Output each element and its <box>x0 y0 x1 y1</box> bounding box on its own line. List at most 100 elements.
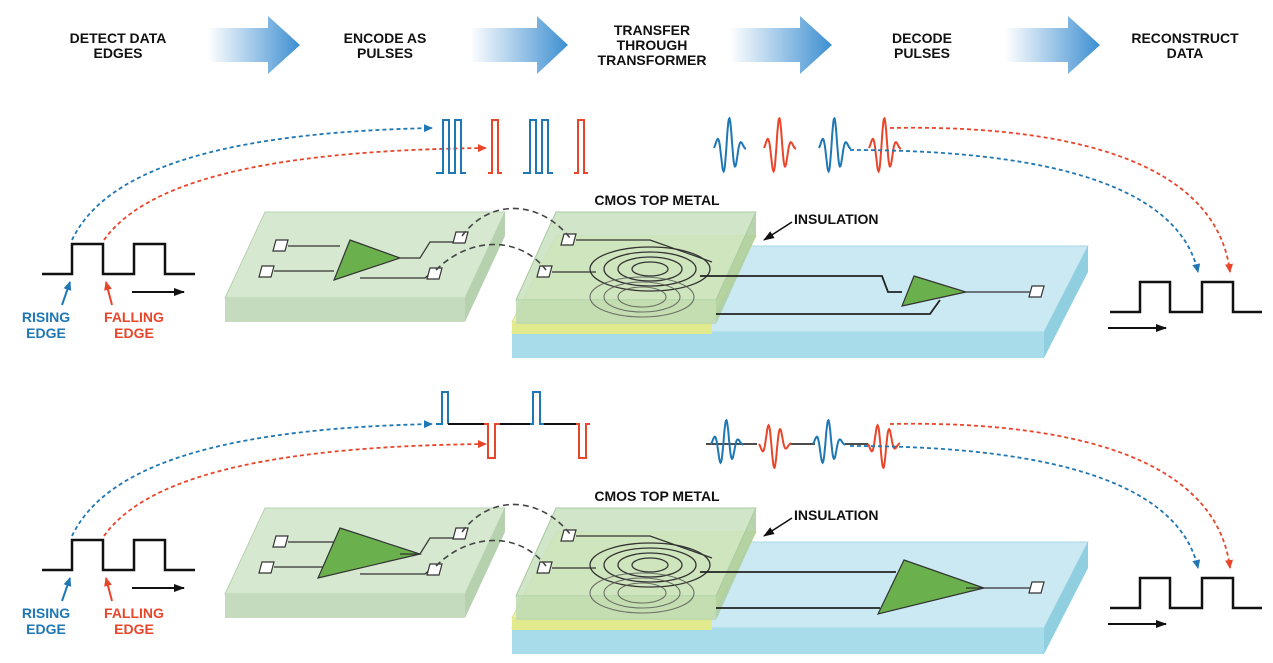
falling-edge-label: FALLING <box>104 309 164 325</box>
rising-edge-arrow-icon <box>61 577 72 602</box>
falling-wavelet <box>758 423 792 470</box>
rising-edge-label: RISING <box>22 605 70 621</box>
wire <box>716 299 941 315</box>
insulation-pointer-icon <box>763 517 793 537</box>
transformer-coil-icon <box>589 572 695 614</box>
transformer-coil-icon <box>589 542 711 588</box>
step-arrow-icon <box>730 16 832 74</box>
step-label-reconstruct: RECONSTRUCT DATA <box>1131 30 1239 61</box>
step-arrow-icon <box>1005 16 1100 74</box>
transformer-coil-icon <box>589 246 711 292</box>
rising-edge-label: EDGE <box>26 621 66 637</box>
encoder-chip-front <box>225 298 465 322</box>
insulation-layer-front <box>512 322 712 334</box>
bond-pad-icon <box>426 563 443 576</box>
wire <box>700 275 902 293</box>
wire <box>400 241 456 259</box>
rising-edge-arrow-icon <box>61 281 72 306</box>
transformer-coil-icon <box>603 281 681 313</box>
falling-pulse <box>574 119 588 174</box>
rising-pulse <box>530 391 544 425</box>
step-label-detect: DETECT DATA EDGES <box>69 30 167 61</box>
cmos-top-metal-label: CMOS TOP METAL <box>594 488 720 504</box>
bond-pad-icon <box>258 561 275 574</box>
input-data-waveform <box>42 242 195 276</box>
amplifier-icon <box>901 275 969 307</box>
falling-edge-arrow-icon <box>104 281 113 306</box>
wire <box>576 239 713 263</box>
falling-edge-path <box>103 440 487 537</box>
rising-pulse-train <box>436 119 466 174</box>
insulation-pointer-icon <box>763 221 793 241</box>
rising-edge-label: EDGE <box>26 325 66 341</box>
bond-pad-icon <box>452 527 469 540</box>
bond-wire <box>435 243 547 271</box>
cmos-metal-side <box>716 508 756 620</box>
rising-wavelet <box>710 418 744 465</box>
falling-edge-arrow-icon <box>104 577 113 602</box>
rising-edge-path <box>71 420 433 537</box>
decoder-die-side <box>1044 542 1088 654</box>
cmos-metal-side <box>716 212 756 324</box>
falling-pulse <box>576 423 590 459</box>
wire <box>400 537 456 555</box>
decoder-die-front <box>512 628 1044 654</box>
insulation-layer-front <box>512 618 712 630</box>
transformer-coil-icon <box>617 286 667 308</box>
step-label-encode: ENCODE AS PULSES <box>343 30 427 61</box>
rising-pulse <box>436 391 449 425</box>
transformer-coil-icon <box>603 251 697 287</box>
transformer-coil-icon <box>617 552 683 578</box>
bond-pad-icon <box>536 561 553 574</box>
amplifier-icon <box>332 239 402 281</box>
rising-wavelet <box>713 116 747 174</box>
rising-edge-path <box>71 124 433 241</box>
falling-wavelet <box>868 116 902 174</box>
bond-pad-icon <box>560 529 577 542</box>
step-arrow-icon <box>470 16 568 74</box>
cmos-top-metal-label: CMOS TOP METAL <box>594 192 720 208</box>
cmos-metal-front <box>516 596 716 620</box>
rising-wavelet <box>818 116 852 174</box>
transformer-coil-icon <box>617 582 667 604</box>
bond-pad-icon <box>272 239 289 252</box>
rising-output-path <box>849 445 1201 569</box>
amplifier-icon <box>876 559 987 615</box>
transformer-coil-icon <box>631 557 669 573</box>
encoder-chip-front <box>225 594 465 618</box>
bond-pad-icon <box>272 535 289 548</box>
insulation-label: INSULATION <box>794 211 879 227</box>
falling-edge-label: EDGE <box>114 621 154 637</box>
input-data-waveform <box>42 538 195 572</box>
cmos-metal-front <box>516 300 716 324</box>
bond-pad-icon <box>258 265 275 278</box>
step-label-transfer: TRANSFER THROUGH TRANSFORMER <box>597 22 707 68</box>
bond-pad-icon <box>1028 581 1045 594</box>
amplifier-icon <box>316 527 423 579</box>
falling-wavelet <box>763 116 797 174</box>
transformer-coil-icon <box>589 276 695 318</box>
bond-pad-icon <box>560 233 577 246</box>
rising-edge-label: RISING <box>22 309 70 325</box>
bond-pad-icon <box>536 265 553 278</box>
falling-edge-label: EDGE <box>114 325 154 341</box>
step-arrow-icon <box>208 16 300 74</box>
rising-wavelet <box>812 418 846 465</box>
transformer-coil-icon <box>603 547 697 583</box>
rising-output-path <box>849 149 1201 273</box>
rising-pulse-train <box>523 119 553 174</box>
bond-pad-icon <box>426 267 443 280</box>
transformer-coil-icon <box>631 261 669 277</box>
falling-edge-label: FALLING <box>104 605 164 621</box>
insulation-label: INSULATION <box>794 507 879 523</box>
encoder-chip-side <box>465 212 505 322</box>
decoder-die-side <box>1044 246 1088 358</box>
decoder-die-front <box>512 332 1044 358</box>
bond-wire <box>461 503 571 535</box>
transformer-coil-icon <box>617 256 683 282</box>
falling-pulse <box>488 119 502 174</box>
